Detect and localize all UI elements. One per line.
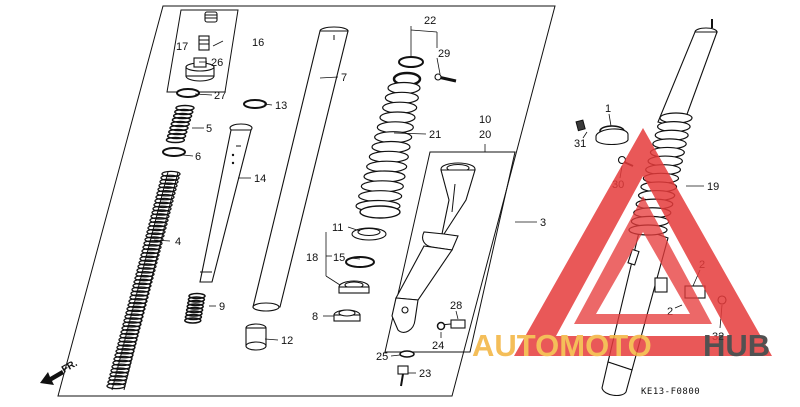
subassembly-frame-20 [384, 151, 516, 353]
fork-boot [355, 81, 421, 219]
fork-piston [199, 123, 253, 283]
callout-27: 27 [214, 90, 226, 102]
exploded-view-frame [57, 5, 556, 397]
stopper-clip [345, 256, 375, 268]
fork-pipe [252, 26, 349, 312]
callout-21: 21 [429, 129, 441, 141]
callout-5: 5 [206, 123, 212, 135]
watermark-triangle [514, 128, 772, 356]
callout-19: 19 [707, 181, 719, 193]
watermark-auto-text: AUTOMOTO [472, 328, 652, 363]
watermark-logo: AUTOMOTO HUB [472, 128, 772, 363]
clamp-nut [575, 119, 586, 132]
spring-seat-washer [162, 147, 186, 157]
callout-8: 8 [312, 311, 318, 323]
boot-clamp [392, 56, 424, 87]
callout-10: 10 [479, 114, 491, 126]
callout-2-lower: 2 [667, 306, 673, 318]
drawing-code: KE13-F0800 [641, 387, 700, 397]
oil-seal [333, 309, 361, 322]
callout-1: 1 [605, 103, 611, 115]
callout-25: 25 [376, 351, 388, 363]
clamp-screw [434, 73, 457, 83]
callout-23: 23 [419, 368, 431, 380]
fork-spring [106, 170, 181, 391]
callout-6: 6 [195, 151, 201, 163]
callout-26: 26 [211, 57, 223, 69]
subassembly-frame-16 [166, 9, 239, 93]
callout-3: 3 [540, 217, 546, 229]
callout-18: 18 [306, 252, 318, 264]
socket-bolt [397, 365, 409, 387]
callout-17: 17 [176, 41, 188, 53]
fork-clamp [595, 125, 629, 146]
front-arrow-label: FR. [60, 358, 80, 376]
callout-29: 29 [438, 48, 450, 60]
o-ring [176, 88, 200, 98]
stopper-ring [243, 99, 267, 109]
callout-11: 11 [332, 222, 343, 234]
callout-28: 28 [450, 300, 462, 312]
spring-collar [165, 104, 195, 144]
fork-cap-bolt [185, 11, 218, 82]
callout-9: 9 [219, 301, 225, 313]
callout-22: 22 [424, 15, 436, 27]
sealing-washer [399, 350, 415, 358]
front-direction-arrow: FR. [40, 358, 80, 385]
callout-12: 12 [281, 335, 293, 347]
oil-seal-upper [338, 280, 370, 294]
callout-7: 7 [341, 72, 347, 84]
callout-24: 24 [432, 340, 444, 352]
callout-20: 20 [479, 129, 491, 141]
fork-slider [391, 162, 476, 333]
callout-16: 16 [252, 37, 264, 49]
dust-seal [351, 227, 387, 241]
callout-15: 15 [333, 252, 345, 264]
oil-lock-piece [245, 323, 267, 351]
callout-31: 31 [574, 138, 586, 150]
watermark-hub-text: HUB [703, 328, 770, 363]
sealing-washer-small [436, 321, 446, 331]
callout-14: 14 [254, 173, 266, 185]
callout-4: 4 [175, 236, 181, 248]
rebound-spring [184, 292, 206, 324]
callout-13: 13 [275, 100, 287, 112]
